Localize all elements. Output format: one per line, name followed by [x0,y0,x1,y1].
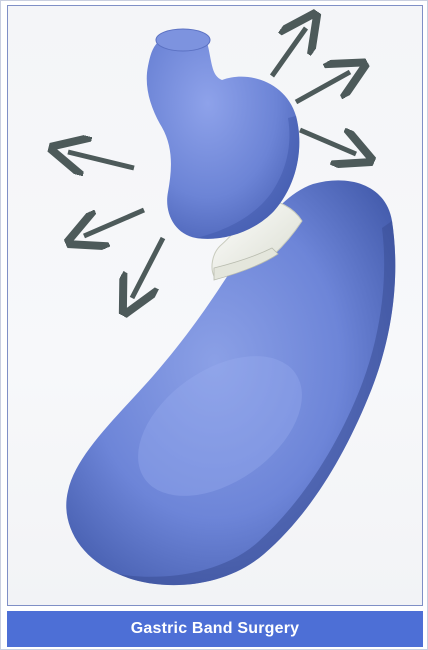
caption-title: Gastric Band Surgery [131,620,300,638]
arrow-icon [84,210,144,236]
illustration-panel [7,5,423,606]
arrow-icon [272,28,306,76]
arrow-icon [300,130,356,154]
gastric-band-illustration [8,6,423,606]
esophagus-opening [156,29,210,51]
arrow-icon [132,238,163,298]
arrow-icon [296,72,350,102]
caption-bar: Gastric Band Surgery [7,611,423,647]
arrow-icon [68,152,134,168]
